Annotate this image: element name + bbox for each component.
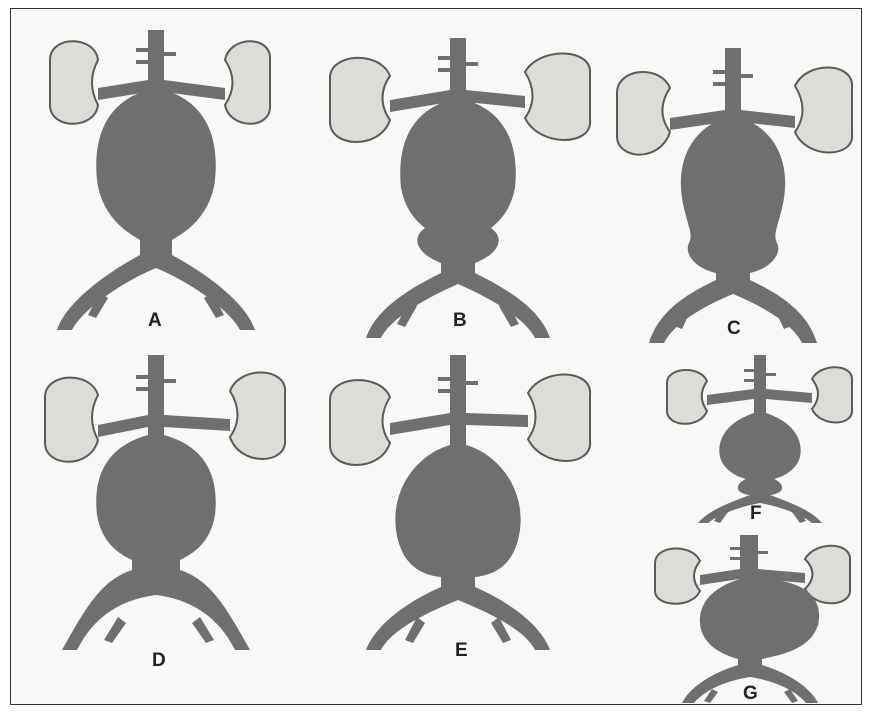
panel-b-shapes [330,38,590,338]
aorta [366,38,550,338]
left-kidney [50,41,98,124]
panel-d-label: D [152,650,166,672]
left-kidney [330,58,390,142]
left-renal-artery [390,413,450,435]
branch-stub [730,547,740,550]
panel-f-shapes [667,355,852,523]
right-kidney [225,41,270,124]
branch-stub [164,379,176,383]
right-renal-artery [466,413,528,427]
left-kidney [667,370,707,424]
right-kidney [795,67,852,152]
panel-b-diagram [325,38,595,338]
panel-d-shapes [45,355,285,650]
branch-stub [136,387,148,391]
branch-stub [438,377,450,381]
panel-c-label: C [727,318,741,340]
right-kidney [230,372,285,459]
branch-stub [136,48,148,52]
right-kidney [525,53,590,140]
aorta [649,48,817,343]
left-renal-artery [707,389,754,405]
branch-stub [744,369,754,372]
panel-c-shapes [617,48,852,343]
panel-e-diagram [325,355,595,655]
panel-a-shapes [50,30,270,330]
panel-d-diagram [40,355,290,655]
panel-g-label: G [743,683,758,705]
branch-stub [744,379,754,382]
branch-stub [438,56,450,60]
branch-stub [466,381,478,385]
right-renal-artery [766,389,812,403]
right-kidney [528,374,590,461]
panel-b-label: B [453,310,467,332]
right-renal-artery [164,415,230,431]
panel-f-diagram [662,355,857,525]
right-internal-iliac [192,617,214,643]
branch-stub [713,82,725,86]
branch-stub [438,68,450,72]
branch-stub [164,52,176,56]
branch-stub [713,70,725,74]
left-kidney [45,378,98,462]
left-kidney [330,380,390,465]
panel-e-label: E [455,640,468,662]
panel-g-diagram [650,535,855,705]
branch-stub [466,62,478,66]
branch-stub [766,373,776,376]
left-internal-iliac [104,617,126,643]
left-kidney [655,548,700,603]
right-kidney [812,367,852,422]
right-kidney [805,546,850,604]
panel-a-diagram [40,30,280,330]
aorta [682,535,819,703]
panel-f-label: F [750,503,762,525]
branch-stub [741,74,753,78]
aorta [698,355,822,523]
panel-c-diagram [612,48,857,343]
branch-stub [136,60,148,64]
branch-stub [758,551,768,554]
branch-stub [438,389,450,393]
panel-g-shapes [655,535,850,703]
branch-stub [136,375,148,379]
panel-e-shapes [330,355,590,650]
left-kidney [617,72,670,155]
branch-stub [730,557,740,560]
panel-a-label: A [148,310,162,332]
aorta [366,355,550,650]
left-renal-artery [98,415,148,437]
